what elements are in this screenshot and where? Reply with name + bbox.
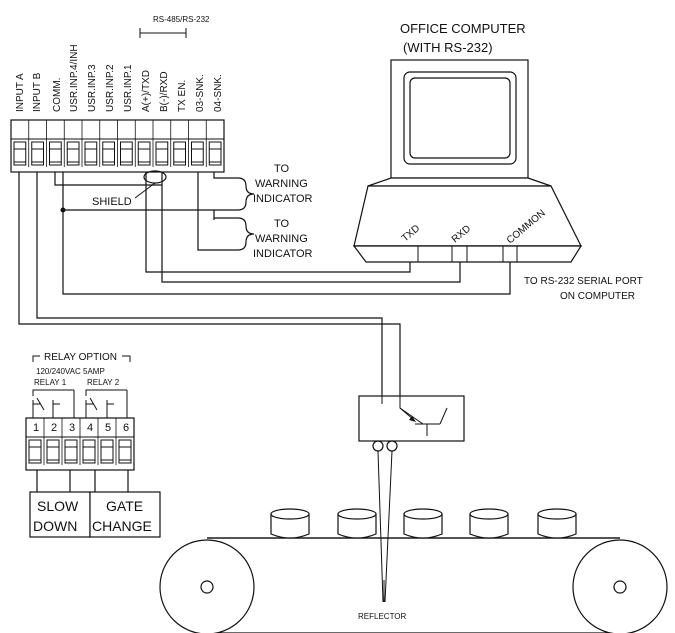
slow-down-line1: SLOW bbox=[37, 498, 79, 514]
computer-base bbox=[352, 177, 583, 263]
terminal-screw bbox=[170, 120, 186, 167]
terminal-label: TX EN. bbox=[177, 80, 188, 112]
terminal-label: B(-)/RXD bbox=[159, 71, 170, 112]
terminal-label: USR.INP.4/INH bbox=[69, 44, 80, 112]
terminal-screw bbox=[188, 120, 204, 167]
terminal-label: USR.INP.1 bbox=[123, 64, 134, 112]
relay-bracket bbox=[32, 355, 131, 362]
computer-monitor bbox=[390, 59, 529, 179]
terminal-label: A(+)/TXD bbox=[141, 70, 152, 112]
warning2-line2: WARNING bbox=[255, 233, 308, 245]
conveyor-products bbox=[270, 508, 577, 539]
terminal-screw bbox=[10, 120, 27, 167]
relay-number: 3 bbox=[69, 422, 75, 434]
warning2-line1: TO bbox=[274, 218, 290, 230]
wires bbox=[18, 172, 511, 395]
output-boxes bbox=[29, 491, 161, 538]
terminal-label: 04-SNK. bbox=[213, 74, 224, 112]
terminal-screw bbox=[205, 120, 222, 167]
relay-number: 4 bbox=[87, 422, 93, 434]
slow-down-line2: DOWN bbox=[33, 518, 77, 534]
reflector-label: REFLECTOR bbox=[358, 612, 407, 621]
serial-port-label-line2: ON COMPUTER bbox=[560, 291, 635, 302]
terminal-label: 03-SNK. bbox=[195, 74, 206, 112]
product-can bbox=[270, 508, 310, 539]
shield-ellipse bbox=[143, 170, 167, 184]
terminal-label: INPUT B bbox=[32, 72, 43, 112]
terminal-screw bbox=[152, 120, 169, 167]
terminal-screw bbox=[99, 120, 115, 167]
gate-change-line1: GATE bbox=[106, 498, 143, 514]
terminal-screw bbox=[46, 120, 62, 167]
computer-title-line1: OFFICE COMPUTER bbox=[400, 21, 526, 36]
relay-rating: 120/240VAC 5AMP bbox=[36, 367, 105, 376]
warning-indicator-1 bbox=[213, 172, 255, 211]
warning1-line1: TO bbox=[274, 163, 290, 175]
product-can bbox=[537, 508, 577, 539]
conveyor bbox=[159, 537, 668, 633]
serial-port-label-line1: TO RS-232 SERIAL PORT bbox=[524, 276, 643, 287]
photo-sensor bbox=[358, 395, 465, 452]
product-can bbox=[403, 508, 443, 539]
rs485-header: RS-485/RS-232 bbox=[153, 15, 210, 24]
rs485-bracket bbox=[139, 28, 187, 38]
gate-change-line2: CHANGE bbox=[92, 518, 152, 534]
sensor-beam bbox=[377, 450, 393, 603]
relay-number: 5 bbox=[105, 422, 111, 434]
terminal-screw bbox=[43, 418, 60, 465]
relay-number: 1 bbox=[33, 422, 39, 434]
terminal-label: USR.INP.2 bbox=[105, 64, 116, 112]
main-terminal-block bbox=[10, 119, 225, 173]
warning1-line3: INDICATOR bbox=[253, 193, 313, 205]
relay2-label: RELAY 2 bbox=[87, 378, 120, 387]
product-can bbox=[469, 508, 509, 539]
shield-label: SHIELD bbox=[92, 196, 132, 208]
shield-pointer bbox=[134, 182, 156, 199]
terminal-screw bbox=[117, 120, 133, 167]
terminal-screw bbox=[81, 120, 98, 167]
warning2-line3: INDICATOR bbox=[253, 248, 313, 260]
terminal-screw bbox=[28, 120, 44, 167]
terminal-label: COMM. bbox=[52, 78, 63, 112]
computer-title-line2: (WITH RS-232) bbox=[403, 40, 493, 55]
terminal-screw bbox=[25, 418, 42, 465]
relay-terminal-block bbox=[25, 417, 135, 471]
terminal-screw bbox=[61, 418, 78, 465]
relay-numbers: 1 2 3 4 5 6 bbox=[33, 422, 129, 434]
relay-number: 6 bbox=[123, 422, 129, 434]
relay-contacts bbox=[32, 389, 128, 420]
terminal-screw bbox=[63, 120, 80, 167]
relay-option-title: RELAY OPTION bbox=[44, 352, 117, 363]
product-can bbox=[337, 508, 377, 539]
terminal-label: INPUT A bbox=[15, 73, 26, 112]
terminal-screw bbox=[134, 120, 151, 167]
terminal-label: USR.INP.3 bbox=[87, 64, 98, 112]
terminal-labels: INPUT A INPUT B COMM. USR.INP.4/INH USR.… bbox=[15, 44, 224, 112]
terminal-screw bbox=[79, 418, 96, 465]
warning1-line2: WARNING bbox=[255, 178, 308, 190]
terminal-screw bbox=[115, 418, 132, 465]
relay1-label: RELAY 1 bbox=[34, 378, 67, 387]
relay-number: 2 bbox=[51, 422, 57, 434]
terminal-screw bbox=[97, 418, 114, 465]
warning-indicator-2 bbox=[197, 172, 255, 251]
relay-output-wires bbox=[36, 470, 129, 492]
